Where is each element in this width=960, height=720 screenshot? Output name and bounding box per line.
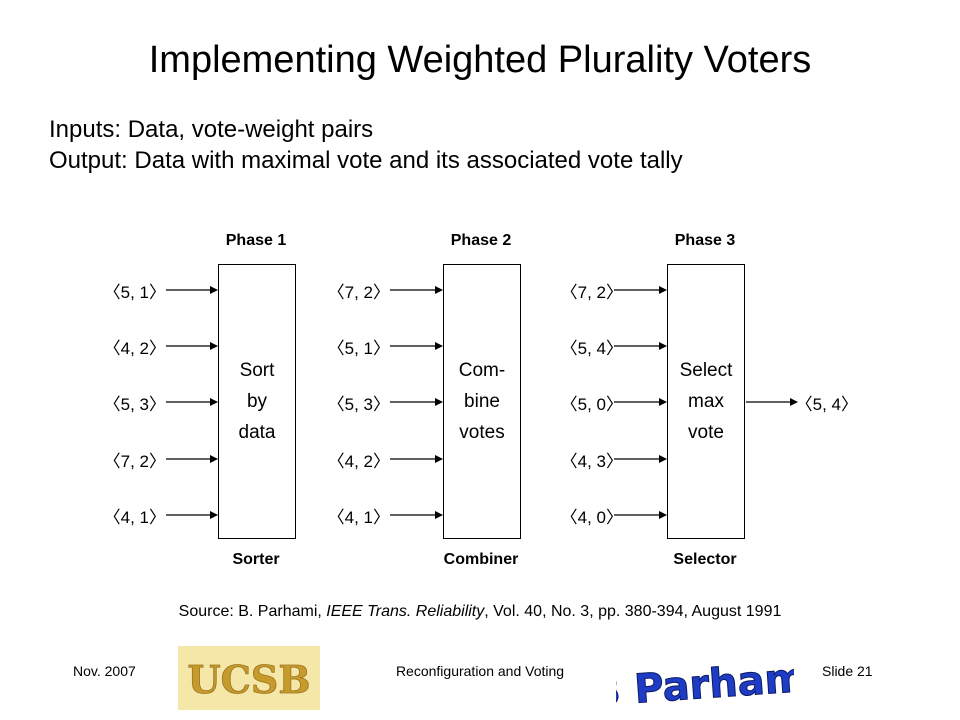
footer-slide-number: Slide 21 (822, 663, 873, 679)
combined-pair-1: 〈7, 2〉 (560, 283, 623, 302)
combiner-caption: Combiner (443, 551, 519, 568)
source-citation: Source: B. Parhami, IEEE Trans. Reliabil… (0, 603, 960, 621)
footer-date: Nov. 2007 (73, 663, 136, 679)
sorter-caption: Sorter (232, 551, 280, 568)
sorted-pair-1: 〈7, 2〉 (327, 283, 390, 302)
source-suffix: , Vol. 40, No. 3, pp. 380-394, August 19… (484, 603, 782, 620)
source-prefix: Source: B. Parhami, (178, 603, 327, 620)
input-pair-5: 〈4, 1〉 (103, 508, 166, 527)
phase-1-header: Phase 1 (225, 232, 287, 249)
sorted-pair-4: 〈4, 2〉 (327, 452, 390, 471)
combiner-label: Com- bine votes (458, 360, 506, 443)
svg-text:B Parhami: B Parhami (616, 654, 794, 716)
output-pair: 〈5, 4〉 (795, 395, 858, 414)
input-pair-4: 〈7, 2〉 (103, 452, 166, 471)
svg-text:UCSB: UCSB (188, 657, 311, 702)
input-pair-2: 〈4, 2〉 (103, 339, 166, 358)
sorted-pair-2: 〈5, 1〉 (327, 339, 390, 358)
output-line: Output: Data with maximal vote and its a… (49, 147, 683, 174)
sorter-box: Sort by data (218, 264, 296, 539)
source-journal: IEEE Trans. Reliability (326, 603, 485, 620)
combiner-box: Com- bine votes (443, 264, 521, 539)
selector-caption: Selector (673, 551, 737, 568)
author-logo: B Parhami (616, 654, 794, 716)
ucsb-logo: UCSB (178, 646, 320, 710)
combined-pair-5: 〈4, 0〉 (560, 508, 623, 527)
footer-title: Reconfiguration and Voting (395, 663, 565, 679)
phase-3-header: Phase 3 (674, 232, 736, 249)
combined-pair-3: 〈5, 0〉 (560, 395, 623, 414)
sorted-pair-3: 〈5, 3〉 (327, 395, 390, 414)
slide-title: Implementing Weighted Plurality Voters (148, 39, 812, 81)
selector-label: Select max vote (679, 360, 733, 443)
sorted-pair-5: 〈4, 1〉 (327, 508, 390, 527)
input-pair-1: 〈5, 1〉 (103, 283, 166, 302)
sorter-label: Sort by data (238, 360, 276, 443)
selector-box: Select max vote (667, 264, 745, 539)
input-pair-3: 〈5, 3〉 (103, 395, 166, 414)
combined-pair-4: 〈4, 3〉 (560, 452, 623, 471)
inputs-line: Inputs: Data, vote-weight pairs (49, 116, 374, 143)
phase-2-header: Phase 2 (450, 232, 512, 249)
combined-pair-2: 〈5, 4〉 (560, 339, 623, 358)
